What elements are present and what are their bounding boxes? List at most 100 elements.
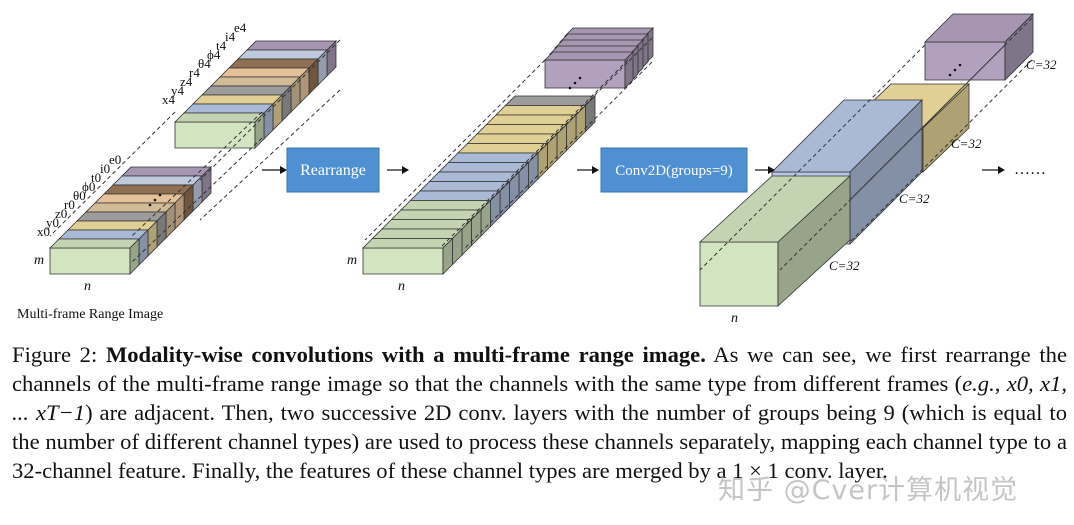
frame4-slab-3-top [201,85,292,96]
channel-label-bottom-6: z0 [55,206,67,221]
frame0-slab-3-top [76,211,167,222]
arrow-right-icon [982,166,1005,174]
frame4-slab-1-top [183,103,274,114]
channel-label-top-5: r4 [189,65,200,80]
dot-icon-s3-1 [953,68,957,72]
frame4-slab-0 [174,112,265,149]
feature-yellow-side [922,83,970,173]
arrow-right-icon [755,166,775,174]
caption-eg: e.g. [962,371,995,396]
channel-label-bottom-3: ϕ0 [82,179,95,194]
stack1-caption: Multi-frame Range Image [17,307,163,322]
feature-green-side [777,175,851,307]
frame0-slab-1-top [58,229,149,240]
rearranged-purple-0-front [544,59,626,89]
rearranged-slab-3-top [390,209,482,220]
rearranged-slab-0 [362,237,454,275]
feature-green-front [699,241,779,307]
dim-n-2: n [398,279,405,294]
channel-label-bottom-1: i0 [100,161,110,176]
dim-n-1: n [84,279,91,294]
rearranged-slab-4-top [400,200,492,211]
dot-icon-1 [153,198,157,202]
arrow-right-icon [387,166,409,174]
rearranged-slab-15-top [504,95,596,106]
channel-label-top-4: θ4 [198,56,211,71]
dim-m-1: m [34,253,44,268]
rearrange-label: Rearrange [300,162,366,179]
conv-box [600,147,748,193]
rearranged-slab-8-top [438,162,530,173]
caption-bold: Modality-wise convolutions with a multi-… [105,342,706,367]
rearranged-slab-9-top [447,152,539,163]
channel-label-top-1: i4 [225,29,236,44]
feature-purple-front [924,41,1006,81]
channel-label-top-0: e4 [234,20,247,35]
channel-label-bottom-5: r0 [64,197,75,212]
frame4-slab-0-top [174,112,265,123]
frame4-slab-8-top [246,40,337,51]
dot-icon-s3-0 [948,73,952,77]
channel-label-4: C=32 [829,258,860,273]
frame0-slab-0-side [129,238,140,275]
caption-text-4: conv. layer. [778,458,888,483]
channel-label-bottom-2: t0 [91,170,101,185]
ellipsis: …… [1014,161,1046,178]
caption-text-3: ) are adjacent. Then, two successive 2D … [12,400,1068,483]
frame0-slab-8-top [121,166,212,177]
rearranged-slab-13-top [485,114,577,125]
rearranged-slab-2-top [381,219,473,230]
dashed-guides-2 [364,37,653,249]
rearranged-purple-0-top [544,51,634,61]
dot-icon-s2-2 [578,76,582,80]
rearranged-slab-0-top [362,238,454,249]
rearranged-slab-1-top [371,228,463,239]
frame4-slab-6-top [228,58,319,69]
feature-stack [698,13,1034,307]
rearranged-slab-0-front [362,247,444,275]
feature-purple-side [1004,13,1034,81]
channel-label-top-3: ϕ4 [207,47,221,62]
dim-m-2: m [347,253,357,268]
frame4-slab-4-top [210,76,301,87]
channel-label-bottom-8: x0 [37,224,50,239]
caption-text-2: , [994,371,1007,396]
feature-green [698,175,852,307]
rearranged-slab-0-side [442,237,453,275]
dot-icon-0 [148,203,152,207]
rearranged-slab-5-top [409,190,501,201]
caption-math: x0, x1, ... xT−1 [12,371,1067,425]
rearranged-slab-14-top [495,105,587,116]
dashed-guides-3 [699,17,1033,271]
dot-icon-s3-2 [958,63,962,67]
rearrange-box [286,147,380,193]
feature-purple [924,13,1034,81]
figure-caption: Figure 2: Modality-wise convolutions wit… [12,340,1067,485]
channel-label-top-6: z4 [180,74,193,89]
frame0-slab-4-top [85,202,176,213]
channel-label-bottom-4: θ0 [73,188,86,203]
dashed-guides-1 [49,39,341,263]
caption-prefix: Figure 2: [12,342,106,367]
channel-label-top-7: y4 [171,83,185,98]
dim-n-3: n [731,311,738,326]
rearranged-slab-7-top [428,171,520,182]
channel-label-bottom-0: e0 [109,152,121,167]
rearranged-stack [362,27,654,275]
channel-label-top-2: t4 [216,38,227,53]
dot-icon-2 [158,193,162,197]
channel-label-1: C=32 [1026,57,1057,72]
channel-label-3: C=32 [899,191,930,206]
frame0-slab-0-top [49,238,140,249]
caption-mult: 1 × 1 [732,458,779,483]
rearranged-slab-6-top [419,181,511,192]
channel-label-top-8: x4 [162,92,176,107]
frame4-slab-7-top [237,49,328,60]
rearranged-slab-11-top [466,133,558,144]
channel-label-2: C=32 [951,136,982,151]
caption-text-1: As we can see, we first rearrange the ch… [12,342,1067,396]
conv-label: Conv2D(groups=9) [615,163,733,179]
frame4-slab-0-side [254,112,265,149]
